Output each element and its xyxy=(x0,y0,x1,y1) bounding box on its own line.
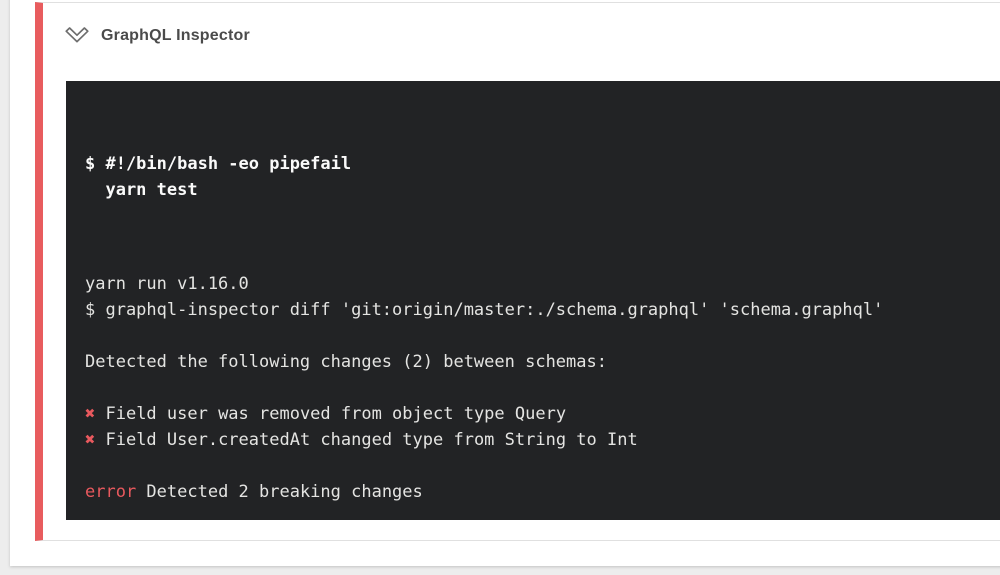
step-header-toggle[interactable]: GraphQL Inspector xyxy=(43,3,1000,46)
terminal-log-block: yarn run v1.16.0 $ graphql-inspector diff… xyxy=(85,271,1000,520)
error-token: ✖ xyxy=(85,404,96,424)
log-text: Field user was removed from object type … xyxy=(95,404,567,424)
terminal-line xyxy=(85,505,1000,520)
terminal-line xyxy=(85,453,1000,479)
terminal-output: $ #!/bin/bash -eo pipefail yarn test yar… xyxy=(66,81,1000,520)
terminal-line: ✖ Field user was removed from object typ… xyxy=(85,401,1000,427)
step-title: GraphQL Inspector xyxy=(101,26,250,44)
log-text: $ graphql-inspector diff 'git:origin/mas… xyxy=(85,300,884,320)
step-card-failed: GraphQL Inspector $ #!/bin/bash -eo pipe… xyxy=(35,2,1000,541)
error-token: error xyxy=(85,482,137,502)
log-text: Field User.createdAt changed type from S… xyxy=(95,430,638,450)
terminal-line: error Detected 2 breaking changes xyxy=(85,479,1000,505)
terminal-line: $ graphql-inspector diff 'git:origin/mas… xyxy=(85,297,1000,323)
error-token: ✖ xyxy=(85,430,96,450)
terminal-line: yarn run v1.16.0 xyxy=(85,271,1000,297)
terminal-command-block: $ #!/bin/bash -eo pipefail yarn test xyxy=(85,151,1000,203)
job-steps-panel: GraphQL Inspector $ #!/bin/bash -eo pipe… xyxy=(10,0,1000,566)
terminal-line xyxy=(85,375,1000,401)
terminal-line: $ #!/bin/bash -eo pipefail xyxy=(85,154,352,174)
log-text: yarn run v1.16.0 xyxy=(85,274,249,294)
chevron-down-icon xyxy=(64,25,90,46)
log-text: Detected the following changes (2) betwe… xyxy=(85,352,607,372)
terminal-line: Detected the following changes (2) betwe… xyxy=(85,349,1000,375)
terminal-line xyxy=(85,323,1000,349)
terminal-line: yarn test xyxy=(85,180,198,200)
terminal-line: ✖ Field User.createdAt changed type from… xyxy=(85,427,1000,453)
log-text: Detected 2 breaking changes xyxy=(136,482,423,502)
